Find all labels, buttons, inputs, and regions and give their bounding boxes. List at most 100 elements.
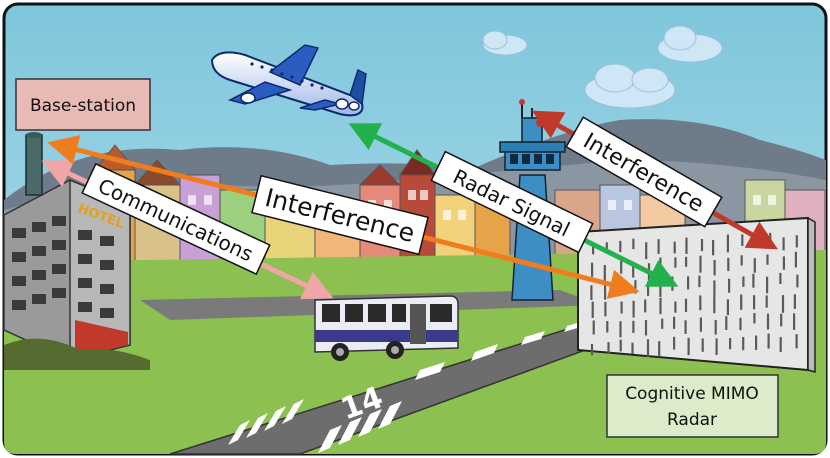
radar-antenna-slot xyxy=(769,232,772,246)
radar-antenna-slot xyxy=(684,298,688,312)
radar-antenna-slot xyxy=(752,273,755,288)
radar-antenna-slot xyxy=(659,257,662,276)
radar-antenna-slot xyxy=(632,238,635,250)
radar-antenna-slot xyxy=(713,260,716,276)
radar-antenna-slot xyxy=(644,299,647,313)
radar-antenna-slot xyxy=(796,274,799,288)
radar-antenna-slot xyxy=(646,339,650,357)
radar-antenna-slot xyxy=(765,295,768,308)
radar-antenna-slot xyxy=(674,301,677,313)
radar-antenna-slot xyxy=(657,239,660,254)
radar-antenna-slot xyxy=(725,316,728,330)
radar-antenna-slot xyxy=(742,276,745,287)
radar-antenna-slot xyxy=(632,300,635,318)
radar-antenna-slot xyxy=(673,336,676,350)
base-station-box: Base-station xyxy=(15,78,151,131)
radar-antenna-slot xyxy=(619,240,622,252)
radar-antenna-slot xyxy=(794,251,797,268)
radar-antenna-slot xyxy=(674,257,677,268)
radar-antenna-slot xyxy=(780,313,783,327)
radar-antenna-slot xyxy=(699,295,702,311)
radar-antenna-slot xyxy=(661,318,664,329)
radar-antenna-slot xyxy=(779,337,782,353)
radar-antenna-slot xyxy=(782,237,785,251)
radar-antenna-slot xyxy=(793,313,796,330)
radar-antenna-slot xyxy=(699,255,702,273)
radar-antenna-slot xyxy=(607,342,610,354)
base-station-label: Base-station xyxy=(30,96,136,116)
radar-antenna-slot xyxy=(687,337,690,356)
radar-antenna-slot xyxy=(685,256,688,267)
radar-antenna-slot xyxy=(591,301,594,318)
radar-antenna-slot xyxy=(753,258,756,273)
radar-antenna-slot xyxy=(753,313,756,324)
radar-antenna-slot xyxy=(740,294,743,310)
radar-antenna-slot xyxy=(793,294,796,309)
radar-antenna-slot xyxy=(766,313,770,330)
radar-antenna-slot xyxy=(644,320,648,336)
radar-antenna-slot xyxy=(619,321,622,338)
radar-antenna-slot xyxy=(645,242,648,260)
radar-antenna-slot xyxy=(700,239,704,252)
radar-antenna-slot xyxy=(766,254,769,265)
radar-antenna-slot xyxy=(620,301,623,314)
radar-antenna-slot xyxy=(715,338,718,355)
radar-antenna-slot xyxy=(714,320,717,335)
radar-antenna-slot xyxy=(658,341,661,357)
radar-antenna-slot xyxy=(590,344,594,356)
radar-antenna-slot xyxy=(619,339,622,352)
radar-antenna-slot xyxy=(795,235,798,248)
radar-antenna-slot xyxy=(634,280,637,294)
radar-antenna-slot xyxy=(699,317,702,332)
radar-antenna-slot xyxy=(726,299,729,316)
radar-antenna-slot xyxy=(701,338,704,352)
radar-antenna-slot xyxy=(603,265,606,283)
radar-antenna-slot xyxy=(620,260,623,274)
radar-label-box: Cognitive MIMO Radar xyxy=(606,374,779,438)
radar-antenna-slot xyxy=(741,234,744,246)
radar-antenna-slot xyxy=(592,320,595,335)
radar-antenna-slot xyxy=(781,295,785,313)
radar-antenna-slot xyxy=(713,280,716,298)
radar-antenna-slot xyxy=(766,276,769,294)
radar-antenna-slot xyxy=(753,295,756,310)
radar-antenna-slot xyxy=(631,342,634,354)
cloud-icon xyxy=(482,25,723,109)
radar-antenna-slot xyxy=(739,317,742,331)
radar-antenna-slot xyxy=(604,301,607,317)
radar-antenna-slot xyxy=(782,256,785,270)
hedge xyxy=(4,338,150,370)
radar-antenna-slot xyxy=(726,234,729,253)
radar-antenna-slot xyxy=(673,316,676,329)
radar-antenna-slot xyxy=(779,272,782,284)
radar-antenna-slot xyxy=(647,281,650,296)
radar-label-line1: Cognitive MIMO xyxy=(625,384,759,404)
radar-antenna-slot xyxy=(729,338,732,350)
radar-antenna-slot xyxy=(590,285,593,300)
bus-icon xyxy=(314,295,459,361)
radar-antenna-slot xyxy=(684,320,687,334)
radar-antenna-slot xyxy=(728,278,731,293)
radar-antenna-slot xyxy=(742,337,745,351)
radar-antenna-slot xyxy=(740,255,743,266)
airplane-icon xyxy=(210,44,367,117)
radar-panel-icon xyxy=(577,216,816,373)
radar-antenna-slot xyxy=(712,240,715,256)
radar-antenna-slot xyxy=(673,241,676,254)
radar-antenna-slot xyxy=(698,275,701,288)
radar-antenna-slot xyxy=(755,335,758,350)
radar-antenna-slot xyxy=(591,262,594,277)
radar-antenna-slot xyxy=(713,297,716,314)
radar-antenna-slot xyxy=(671,276,674,291)
radar-antenna-slot xyxy=(687,276,690,290)
radar-antenna-slot xyxy=(659,282,662,297)
radar-antenna-slot xyxy=(795,334,798,349)
radar-label-line2: Radar xyxy=(667,410,717,430)
cell-tower-icon xyxy=(25,132,43,196)
radar-antenna-slot xyxy=(606,321,609,333)
radar-antenna-slot xyxy=(632,320,635,333)
radar-antenna-slot xyxy=(727,257,730,271)
radar-antenna-slot xyxy=(767,333,770,349)
radar-antenna-slot xyxy=(659,297,662,315)
